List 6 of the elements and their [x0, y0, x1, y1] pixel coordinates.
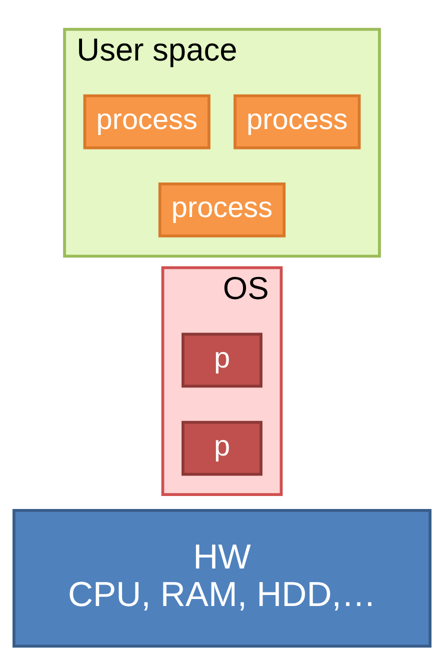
node-box: HW CPU, RAM, HDD,… — [12, 508, 432, 648]
node-box: p — [182, 332, 262, 388]
node-box: process — [83, 94, 210, 149]
node-box: process — [158, 182, 286, 237]
node-box: p — [182, 420, 262, 476]
node-box: process — [234, 94, 361, 149]
